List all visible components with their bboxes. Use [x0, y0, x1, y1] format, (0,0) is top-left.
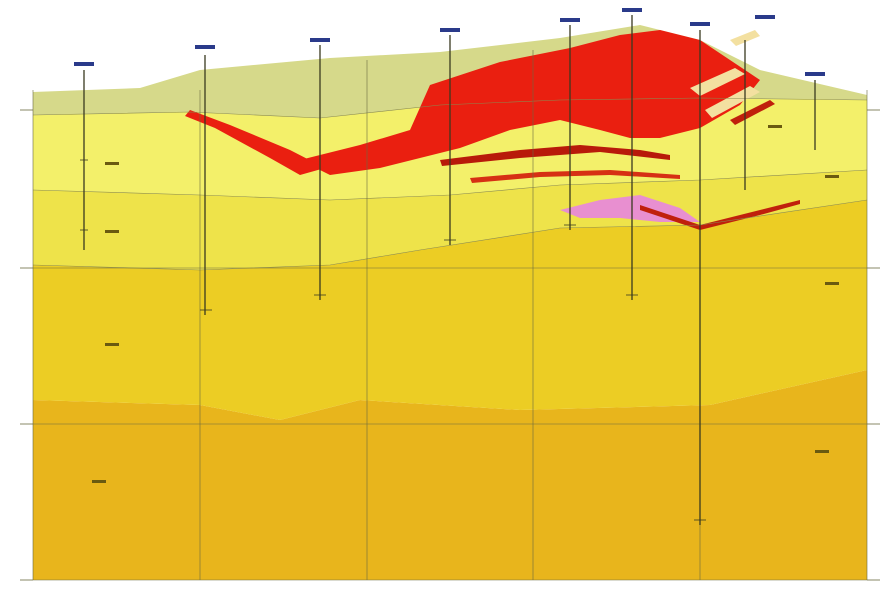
bh-header-2	[195, 45, 215, 49]
borehole-headers	[74, 8, 825, 76]
bh-header-4	[440, 28, 460, 32]
plume-finger-1	[690, 68, 745, 96]
bh-header-7	[690, 22, 710, 26]
layer-base-orange	[33, 370, 867, 580]
red-band-left	[185, 110, 325, 175]
unit-marker-7	[815, 450, 829, 453]
dark-band-2	[470, 170, 680, 183]
bh-header-5	[560, 18, 580, 22]
boreholes	[83, 15, 816, 525]
bh-header-8	[755, 15, 775, 19]
horizontal-gridlines	[33, 267, 867, 581]
unit-marker-2	[105, 230, 119, 233]
unit-marker-5	[825, 175, 839, 178]
red-plume	[300, 30, 760, 175]
dark-band-1	[440, 145, 670, 166]
unit-marker-4	[92, 480, 106, 483]
unit-marker-1	[105, 162, 119, 165]
bh-header-9	[805, 72, 825, 76]
unit-markers	[92, 125, 839, 483]
borehole-depth-ticks	[80, 159, 706, 521]
dark-band-3	[640, 200, 800, 230]
plume-finger-3	[730, 30, 760, 46]
unit-marker-8	[768, 125, 782, 128]
left-axis-ticks	[20, 109, 880, 581]
bh-header-6	[622, 8, 642, 12]
unit-marker-3	[105, 343, 119, 346]
bh-header-3	[310, 38, 330, 42]
plume-finger-2	[705, 86, 760, 118]
unit-marker-6	[825, 282, 839, 285]
dark-band-4	[730, 100, 775, 125]
layer-gold	[33, 200, 867, 420]
bh-header-1	[74, 62, 94, 66]
